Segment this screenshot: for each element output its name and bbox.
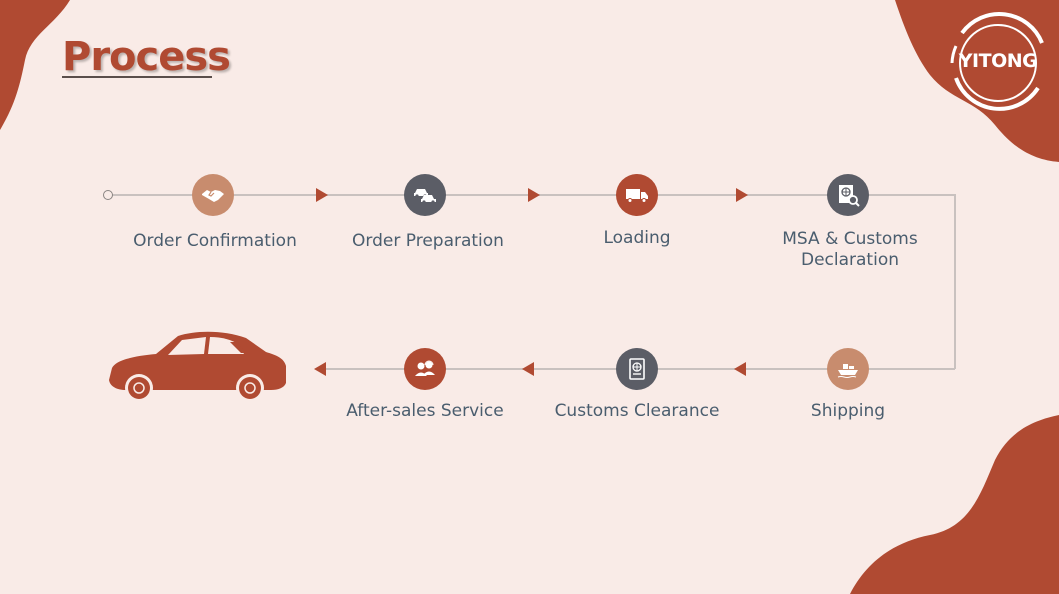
decor-blob-top-left bbox=[0, 0, 70, 130]
passport-icon bbox=[629, 358, 645, 380]
step-loading bbox=[616, 174, 658, 216]
step-customs-clearance bbox=[616, 348, 658, 390]
page-title: Process bbox=[62, 34, 231, 80]
step-label-order-confirmation: Order Confirmation bbox=[133, 231, 297, 251]
ship-icon bbox=[837, 364, 858, 378]
flow-arrow bbox=[734, 362, 746, 376]
decor-blob-top-right bbox=[895, 0, 1059, 162]
truck-icon bbox=[626, 189, 648, 203]
flow-line-right bbox=[954, 194, 956, 369]
decor-blob-bottom-right bbox=[850, 415, 1059, 594]
step-label-customs-clearance: Customs Clearance bbox=[554, 401, 720, 421]
step-after-sales-service bbox=[404, 348, 446, 390]
logo-ring-icon bbox=[950, 11, 1044, 111]
step-label-after-sales-service: After-sales Service bbox=[346, 401, 504, 421]
document-search-icon bbox=[839, 185, 860, 207]
cars-icon bbox=[414, 189, 436, 204]
step-label-msa-customs-declaration: MSA & Customs Declaration bbox=[782, 229, 918, 270]
step-label-order-preparation: Order Preparation bbox=[352, 231, 504, 251]
step-label-shipping: Shipping bbox=[810, 401, 886, 421]
flow-arrow bbox=[314, 362, 326, 376]
step-label-loading: Loading bbox=[603, 228, 671, 248]
support-agents-icon bbox=[415, 360, 435, 376]
flow-arrow bbox=[528, 188, 540, 202]
handshake-icon bbox=[202, 190, 224, 202]
step-shipping bbox=[827, 348, 869, 390]
title-underline bbox=[62, 76, 212, 78]
step-msa-customs-declaration bbox=[827, 174, 869, 216]
logo-text: YITONG bbox=[958, 50, 1038, 72]
flow-arrow bbox=[736, 188, 748, 202]
flow-start-dot bbox=[103, 190, 113, 200]
flow-arrow bbox=[316, 188, 328, 202]
step-order-preparation bbox=[404, 174, 446, 216]
step-order-confirmation bbox=[192, 174, 234, 216]
company-logo: YITONG bbox=[942, 8, 1054, 118]
car-icon bbox=[109, 331, 286, 402]
flow-arrow bbox=[522, 362, 534, 376]
